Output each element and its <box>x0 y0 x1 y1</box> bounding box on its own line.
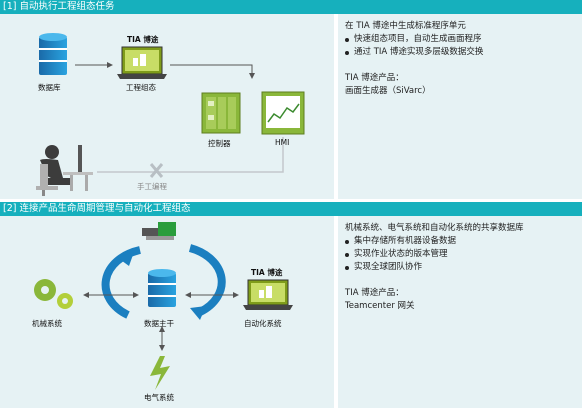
tia-label: TIA 博途 <box>127 35 159 44</box>
section2-product-name: Teamcenter 网关 <box>345 301 415 311</box>
database-icon <box>39 33 67 75</box>
hmi-icon <box>261 91 305 135</box>
laptop-tia-icon <box>117 46 167 79</box>
hmi-label: HMI <box>275 138 290 147</box>
manual-programming-path <box>97 137 284 173</box>
section2-panel <box>0 216 582 408</box>
gears-icon <box>34 279 73 309</box>
controller-icon <box>201 92 241 134</box>
section1-bullet: 快速组态项目，自动生成画面程序 <box>345 33 575 46</box>
section2-product-label: TIA 博途产品： <box>345 288 404 298</box>
mech-label: 机械系统 <box>32 319 62 328</box>
lightning-icon <box>150 356 170 390</box>
manual-programming-label: 手工编程 <box>137 182 167 191</box>
cycle-arrows-icon <box>101 244 226 320</box>
section1-bullet: 通过 TIA 博途实现多层级数据交换 <box>345 46 575 59</box>
elec-label: 电气系统 <box>144 393 174 402</box>
section2-intro: 机械系统、电气系统和自动化系统的共享数据库 <box>345 223 524 233</box>
laptop-tia-icon-2 <box>243 279 293 310</box>
section2-divider <box>334 216 338 408</box>
tia-label-2: TIA 博途 <box>251 268 283 277</box>
section2-bullet: 实现全球团队协作 <box>345 261 577 274</box>
section2-bullet: 集中存储所有机器设备数据 <box>345 235 577 248</box>
data-backbone-icon <box>148 269 176 307</box>
data-backbone-label: 数据主干 <box>144 319 174 328</box>
section1-description: 在 TIA 博途中生成标准程序单元 快速组态项目，自动生成画面程序 通过 TIA… <box>345 20 575 98</box>
section1-product-label: TIA 博途产品： <box>345 73 404 83</box>
arrow-config-to-hmi <box>170 64 255 79</box>
section1-header: [1] 自动执行工程组态任务 <box>0 0 582 14</box>
workstation-icon <box>142 222 176 240</box>
config-label: 工程组态 <box>126 83 156 92</box>
section2-description: 机械系统、电气系统和自动化系统的共享数据库 集中存储所有机器设备数据 实现作业状… <box>345 222 577 313</box>
section2-title: [2] 连接产品生命周期管理与自动化工程组态 <box>3 203 191 214</box>
section1-title: [1] 自动执行工程组态任务 <box>3 1 115 12</box>
database-label: 数据库 <box>38 83 61 92</box>
controller-label: 控制器 <box>208 139 231 148</box>
section2-header: [2] 连接产品生命周期管理与自动化工程组态 <box>0 202 582 216</box>
section1-intro: 在 TIA 博途中生成标准程序单元 <box>345 21 466 31</box>
section1-product-name: 画面生成器（SiVarc） <box>345 86 431 96</box>
person-at-desk-icon <box>36 145 93 196</box>
section2-bullet: 实现作业状态的版本管理 <box>345 248 577 261</box>
section1-divider <box>334 14 338 199</box>
cross-icon <box>149 163 164 178</box>
auto-system-label: 自动化系统 <box>244 319 282 328</box>
